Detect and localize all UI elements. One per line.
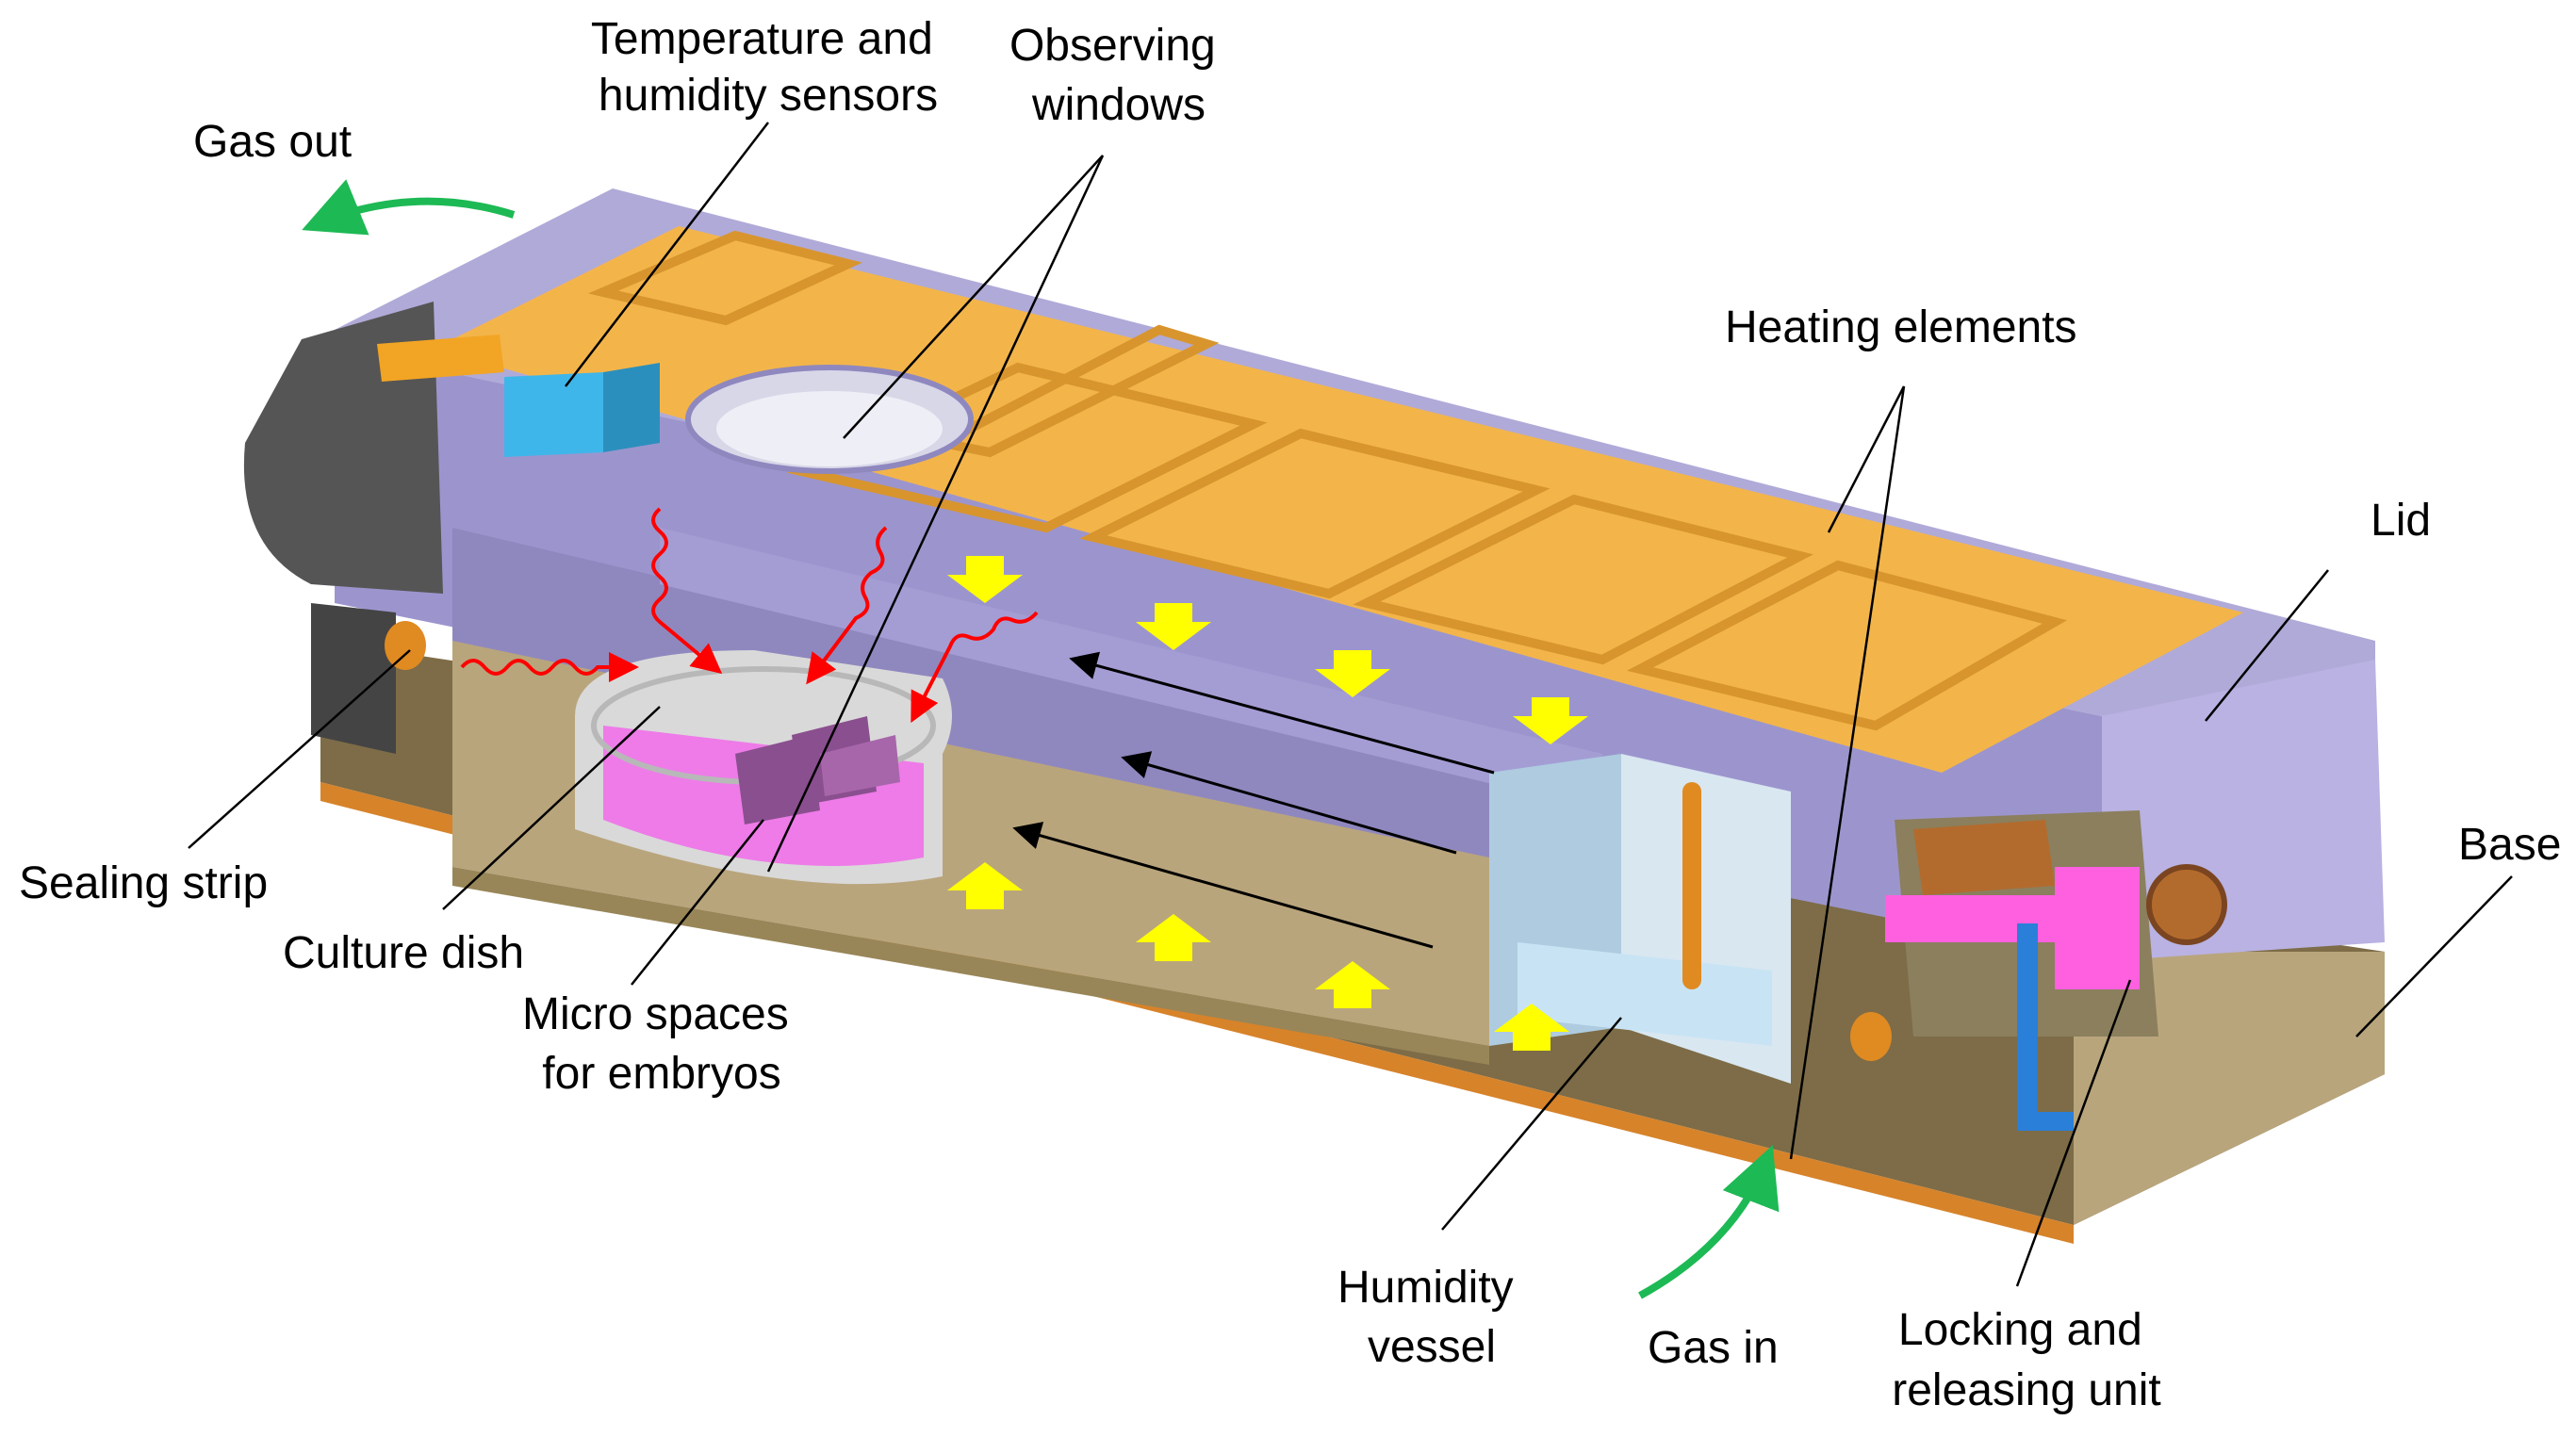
water-tube: [1682, 782, 1701, 989]
label-locking-unit: Locking and releasing unit: [1892, 1305, 2161, 1415]
observing-window: [685, 365, 974, 474]
humidity-vessel: [1489, 754, 1791, 1084]
label-gas-out: Gas out: [193, 117, 352, 167]
label-lid: Lid: [2371, 496, 2431, 546]
sealing-strip-left: [385, 621, 426, 670]
micro-spaces-embryos: [735, 716, 900, 825]
heating-plate: [434, 226, 2243, 773]
locking-releasing-unit: [1885, 810, 2227, 1131]
label-culture-dish: Culture dish: [283, 928, 524, 978]
label-micro-spaces: Micro spaces for embryos: [522, 989, 801, 1099]
temperature-humidity-sensor: [377, 335, 660, 457]
label-heating-elements: Heating elements: [1725, 302, 2077, 352]
leader-lines: [188, 122, 2513, 1287]
label-temperature-sensors: Temperature and humidity sensors: [591, 14, 945, 121]
label-observing-windows: Observing windows: [1009, 21, 1228, 130]
gas-out-arrow: [302, 179, 516, 236]
label-base: Base: [2458, 820, 2561, 870]
warm-arrows-down: [947, 556, 1588, 744]
label-sealing-strip: Sealing strip: [19, 858, 268, 908]
label-gas-in: Gas in: [1648, 1323, 1779, 1373]
label-humidity-vessel: Humidity vessel: [1337, 1263, 1526, 1372]
sealing-strip-right: [1850, 1012, 1892, 1061]
gas-flow-arrows: [1012, 651, 1495, 949]
gas-in-arrow: [1638, 1145, 1780, 1299]
heat-radiation-arrows: [460, 507, 1039, 724]
warm-arrows-up: [947, 862, 1569, 1051]
